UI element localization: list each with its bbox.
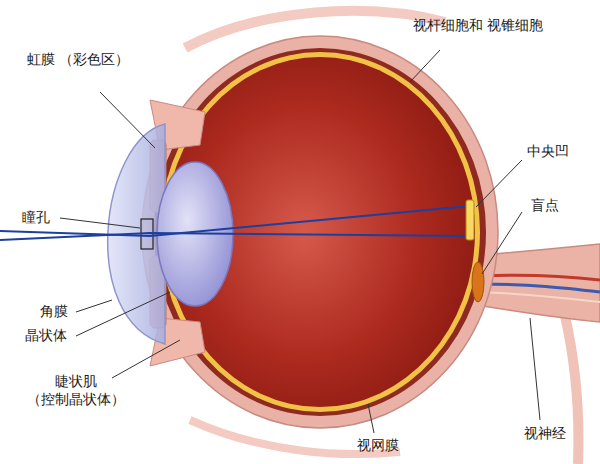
leader-line <box>476 160 522 207</box>
leader-line <box>112 340 180 378</box>
blood-vessel <box>480 275 600 280</box>
part-label: 晶状体 <box>25 326 67 344</box>
part-label: 视网膜 <box>357 436 399 454</box>
leader-line <box>368 404 374 433</box>
part-label: 瞳孔 <box>22 208 50 226</box>
fovea <box>466 200 474 240</box>
nerve-fiber <box>480 292 600 302</box>
leader-line <box>76 292 170 336</box>
part-label: 中央凹 <box>527 142 569 160</box>
blood-vessel <box>480 284 600 292</box>
leader-line <box>100 92 155 148</box>
part-label: 睫状肌 （控制晶状体） <box>6 372 146 408</box>
light-ray <box>0 206 470 236</box>
part-label: 角膜 <box>40 302 68 320</box>
leader-line <box>482 212 522 274</box>
part-label: 盲点 <box>531 196 559 214</box>
leader-line <box>76 300 112 312</box>
leader-line <box>530 318 540 420</box>
leader-line <box>60 218 140 228</box>
part-label: 视杆细胞和 视锥细胞 <box>413 16 543 34</box>
nerve-sheath <box>565 316 578 464</box>
part-label: 视神经 <box>524 424 566 442</box>
part-label: 虹膜 （彩色区） <box>27 50 129 68</box>
leader-line <box>410 50 440 82</box>
light-ray <box>0 233 470 240</box>
blind-spot <box>472 262 484 302</box>
choroid <box>154 48 486 416</box>
